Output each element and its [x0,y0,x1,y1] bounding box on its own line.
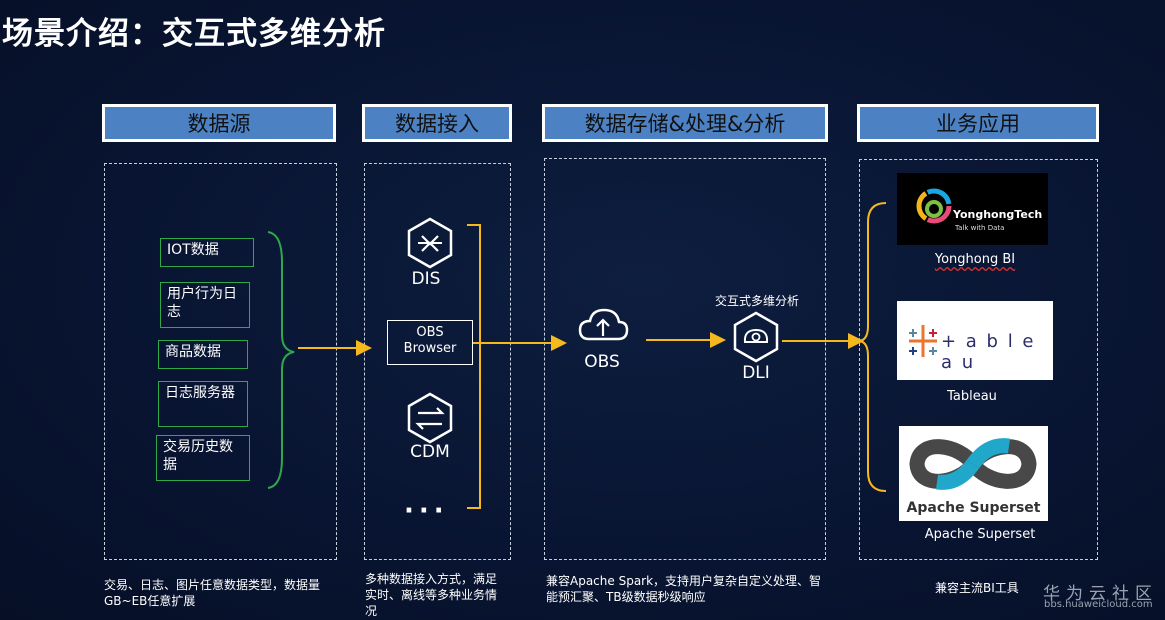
yonghong-logo: YonghongTech Talk with Data [897,173,1048,245]
source-product: 商品数据 [158,340,248,369]
panel-data-ingest [364,163,511,560]
yonghong-label: Yonghong BI [934,252,1016,267]
panel-data-storage [544,158,826,560]
page-title: 场景介绍：交互式多维分析 [2,16,386,52]
source-iot: IOT数据 [160,238,254,267]
header-data-ingest: 数据接入 [362,104,512,142]
apps-bracket [857,202,887,492]
dis-icon [407,217,453,269]
header-data-storage: 数据存储&处理&分析 [542,104,828,142]
panel-business-apps [859,159,1098,560]
cdm-label: CDM [410,442,450,462]
yonghong-swirl-icon [916,188,952,224]
panel-data-source [104,163,337,560]
superset-logo: Apache Superset [899,426,1048,521]
source-user-behavior-log: 用户行为日志 [160,282,250,328]
tableau-label: Tableau [947,389,997,404]
obs-browser-line1: OBS [416,325,444,340]
superset-label: Apache Superset [924,527,1036,542]
cdm-icon [407,392,453,444]
caption-data-ingest: 多种数据接入方式，满足实时、离线等多种业务情况 [365,572,498,618]
header-data-source: 数据源 [102,104,336,142]
source-log-server: 日志服务器 [158,381,248,427]
source-trade-history: 交易历史数据 [156,435,250,481]
caption-data-storage: 兼容Apache Spark，支持用户复杂自定义处理、智能预汇聚、TB级数据秒级… [546,574,822,604]
watermark-brand: 华为云社区 [1043,584,1158,604]
obs-browser-line2: Browser [403,341,457,356]
header-business-apps: 业务应用 [857,104,1099,142]
yonghong-logo-name: YonghongTech [953,208,1043,221]
tableau-plus-icon [909,325,937,357]
caption-business-apps: 兼容主流BI工具 [935,581,1019,595]
caption-data-source: 交易、日志、图片任意数据类型，数据量GB~EB任意扩展 [104,578,321,608]
dli-icon [733,311,779,363]
dis-label: DIS [411,269,441,289]
green-brace [267,231,295,489]
obs-browser-box: OBS Browser [387,320,473,365]
watermark-url: bbs.huaweicloud.com [1044,599,1153,610]
superset-logo-text: Apache Superset [906,500,1041,516]
ingest-bracket [467,224,481,509]
obs-cloud-icon [578,308,629,341]
dli-label: DLI [742,363,770,383]
tableau-logo: + a b l e a u [897,301,1053,380]
tableau-logo-text: + a b l e a u [941,331,1036,373]
obs-label: OBS [584,352,620,372]
dli-note: 交互式多维分析 [714,294,799,308]
more-ellipsis: ··· [404,496,449,526]
yonghong-logo-tagline: Talk with Data [955,224,1005,232]
superset-infinity-icon [909,438,1037,490]
